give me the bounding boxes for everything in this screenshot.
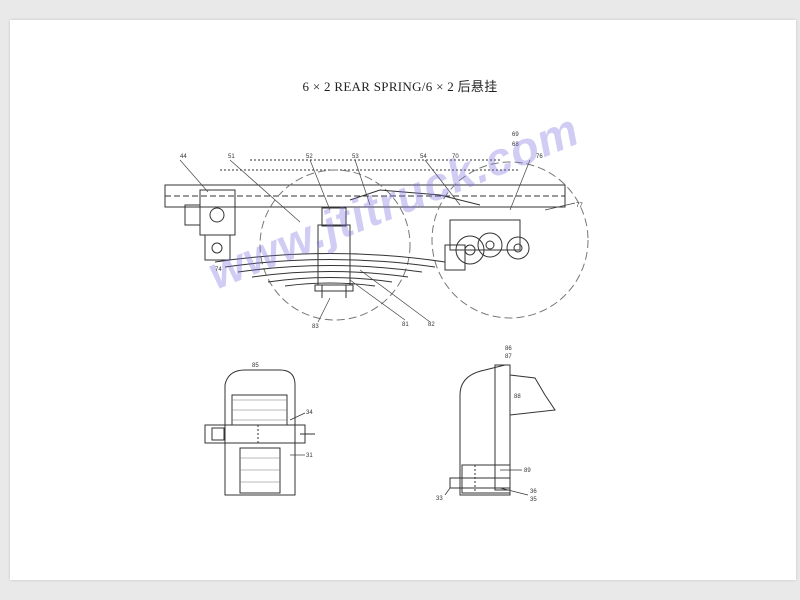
svg-text:52: 52 [306, 154, 313, 160]
svg-text:36: 36 [530, 489, 537, 495]
svg-text:33: 33 [436, 496, 443, 502]
svg-text:87: 87 [505, 354, 512, 360]
rear-wheel-outline [431, 161, 589, 319]
leaf-spring-pack [214, 253, 446, 287]
svg-text:85: 85 [252, 363, 259, 369]
svg-text:54: 54 [420, 154, 427, 160]
svg-text:88: 88 [514, 394, 521, 400]
bushing-block-lower [239, 447, 281, 494]
svg-text:69: 69 [512, 132, 519, 138]
torque-rod [349, 189, 481, 206]
svg-text:70: 70 [452, 154, 459, 160]
svg-text:83: 83 [312, 324, 319, 330]
main-view-callouts: 44 51 52 53 54 70 69 68 76 77 74 83 81 8… [180, 132, 583, 330]
svg-text:89: 89 [524, 468, 531, 474]
svg-text:82: 82 [428, 322, 435, 328]
svg-text:76: 76 [536, 154, 543, 160]
page-title: 6 × 2 REAR SPRING/6 × 2 后悬挂 [302, 79, 498, 94]
svg-text:86: 86 [505, 346, 512, 352]
svg-text:31: 31 [306, 453, 313, 459]
svg-text:53: 53 [352, 154, 359, 160]
left-section-view: 85 34 31 [204, 363, 315, 496]
svg-text:81: 81 [402, 322, 409, 328]
svg-text:34: 34 [306, 410, 313, 416]
svg-text:44: 44 [180, 154, 187, 160]
center-axle-seat [314, 207, 354, 298]
front-wheel-outline [259, 169, 411, 321]
paper-sheet [10, 20, 796, 580]
rear-bracket-rollers [444, 219, 530, 271]
svg-text:77: 77 [576, 203, 583, 209]
svg-text:74: 74 [215, 267, 222, 273]
svg-text:35: 35 [530, 497, 537, 503]
svg-text:68: 68 [512, 142, 519, 148]
svg-text:51: 51 [228, 154, 235, 160]
right-section-view: 86 87 88 89 36 35 33 [436, 346, 556, 503]
leader-lines [179, 159, 576, 323]
main-side-view: 44 51 52 53 54 70 69 68 76 77 74 83 81 8… [164, 132, 589, 330]
front-hanger-bracket [184, 189, 236, 261]
